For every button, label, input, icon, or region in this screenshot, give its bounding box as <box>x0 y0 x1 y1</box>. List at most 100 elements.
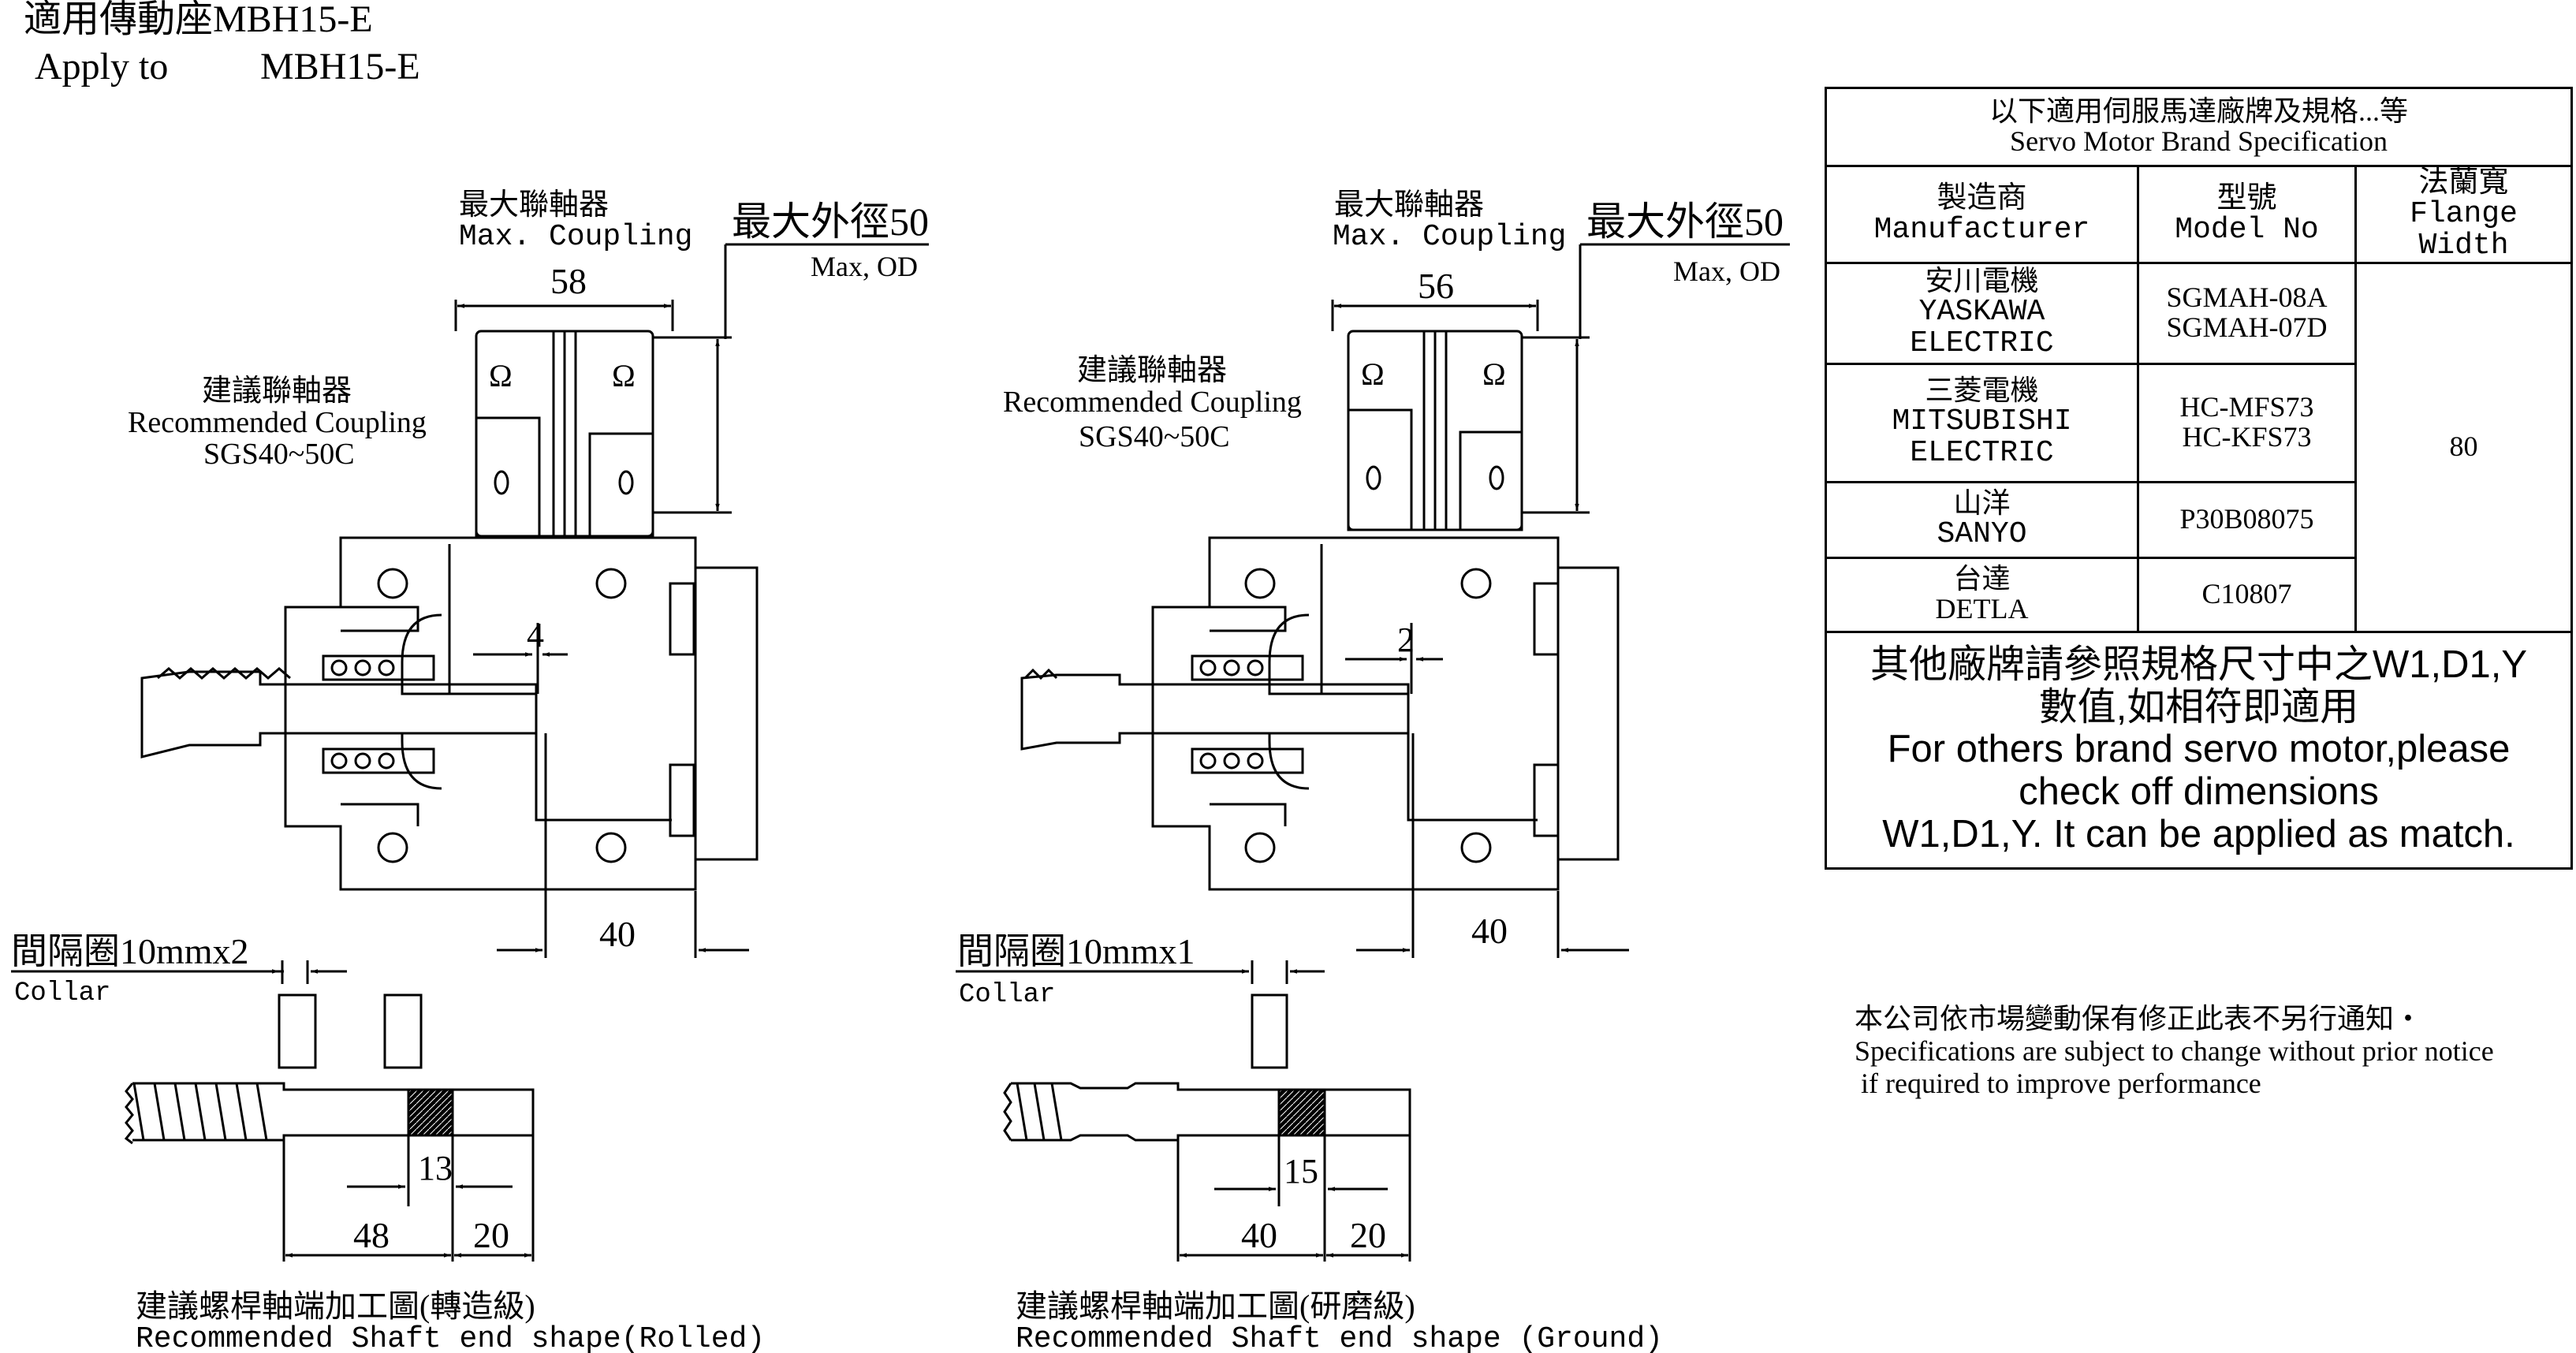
title-en-prefix: Apply to <box>35 46 168 88</box>
left-knurl-len: 13 <box>418 1149 453 1187</box>
spec-header-zh: 以下適用伺服馬達廠牌及規格...等 <box>1989 95 2409 128</box>
left-coupling-zh: 最大聯軸器 <box>459 188 609 222</box>
right-view: 最大聯軸器 Max. Coupling 最大外徑50 Max, OD 56 Ω … <box>956 188 1790 1353</box>
left-recommended-model: SGS40~50C <box>203 438 355 471</box>
col-model-en: Model No <box>2175 212 2319 247</box>
note-zh-line: 數值,如相符即適用 <box>2038 685 2359 729</box>
left-shaft <box>140 670 538 758</box>
right-od-zh: 最大外徑50 <box>1586 199 1784 244</box>
maker-zh: 山洋 <box>1953 487 2011 520</box>
right-collar-zh: 間隔圈10mmx1 <box>957 931 1195 971</box>
maker-zh: 台達 <box>1953 563 2011 595</box>
left-recommended-en: Recommended Coupling <box>128 406 427 439</box>
table-row-model: P30B08075 <box>2137 480 2357 559</box>
title-en-model: MBH15-E <box>260 46 420 88</box>
note-en-line: W1,D1,Y. It can be applied as match. <box>1882 813 2515 856</box>
note-en-line: check off dimensions <box>2019 770 2379 814</box>
svg-text:Ω: Ω <box>612 358 636 393</box>
maker-en: YASKAWA <box>1918 295 2045 330</box>
right-recommended-zh: 建議聯軸器 <box>1077 354 1227 387</box>
right-knurl <box>1277 1088 1326 1137</box>
left-dim-a: 48 <box>353 1215 390 1255</box>
left-gap: 4 <box>527 616 544 654</box>
flange-width: 80 <box>2354 261 2574 633</box>
left-coupling-width: 58 <box>550 261 587 301</box>
right-shaft <box>1020 673 1410 751</box>
right-dim-a: 40 <box>1241 1215 1277 1255</box>
svg-text:Ω: Ω <box>1361 356 1385 392</box>
col-flange: 法蘭寬 Flange Width <box>2354 165 2574 264</box>
left-shape-en: Recommended Shaft end shape(Rolled) <box>136 1322 765 1353</box>
right-collar-1 <box>1251 993 1288 1069</box>
left-housing <box>284 536 697 891</box>
table-row-model: SGMAH-08A SGMAH-07D <box>2137 261 2357 365</box>
right-coupling-zh: 最大聯軸器 <box>1334 188 1484 222</box>
left-shape-zh: 建議螺桿軸端加工圖(轉造級) <box>136 1288 535 1324</box>
note-zh-line: 其他廠牌請參照規格尺寸中之W1,D1,Y <box>1870 643 2528 686</box>
maker-en: SANYO <box>1937 517 2027 552</box>
right-knurl-len: 15 <box>1284 1152 1318 1191</box>
disclaimer-en: Specifications are subject to change wit… <box>1855 1035 2494 1068</box>
maker-en: ELECTRIC <box>1910 436 2054 471</box>
model-no: HC-KFS73 <box>2182 421 2312 453</box>
right-dim-b: 20 <box>1350 1215 1386 1255</box>
note-en-line: For others brand servo motor,please <box>1887 728 2511 771</box>
left-dim-b: 20 <box>473 1215 509 1255</box>
spec-note: 其他廠牌請參照規格尺寸中之W1,D1,Y 數值,如相符即適用 For other… <box>1824 630 2574 870</box>
right-recommended-en: Recommended Coupling <box>1003 386 1302 419</box>
left-collar-2 <box>383 993 423 1069</box>
title-zh: 適用傳動座MBH15-E <box>24 0 373 40</box>
right-collar-en: Collar <box>959 980 1055 1010</box>
disclaimer: 本公司依市場變動保有修正此表不另行通知・ Specifications are … <box>1855 1003 2494 1100</box>
model-no: P30B08075 <box>2179 503 2314 535</box>
col-flange-en: Flange Width <box>2410 196 2518 263</box>
spec-table: 以下適用伺服馬達廠牌及規格...等 Servo Motor Brand Spec… <box>1824 87 2574 870</box>
maker-en: ELECTRIC <box>1910 326 2054 361</box>
left-depth: 40 <box>599 914 636 954</box>
table-row-maker: 山洋 SANYO <box>1825 480 2139 559</box>
left-knurl <box>407 1088 454 1137</box>
left-od-zh: 最大外徑50 <box>732 199 929 244</box>
right-od-en: Max, OD <box>1673 255 1780 287</box>
table-row-model: C10807 <box>2137 556 2357 633</box>
model-no: HC-MFS73 <box>2179 391 2314 423</box>
right-coupling-width: 56 <box>1418 266 1454 306</box>
col-manufacturer-en: Manufacturer <box>1873 212 2090 247</box>
left-coupling-en: Max. Coupling <box>459 220 692 254</box>
right-gap: 2 <box>1397 621 1415 659</box>
table-row-maker: 三菱電機 MITSUBISHI ELECTRIC <box>1825 362 2139 483</box>
right-coupling-en: Max. Coupling <box>1333 220 1566 254</box>
col-manufacturer: 製造商 Manufacturer <box>1825 165 2139 264</box>
left-recommended-zh: 建議聯軸器 <box>202 375 352 408</box>
left-collar-zh: 間隔圈10mmx2 <box>11 931 249 971</box>
left-collar-1 <box>278 993 317 1069</box>
table-row-maker: 台達 DETLA <box>1825 556 2139 633</box>
model-no: SGMAH-07D <box>2166 311 2328 344</box>
table-row-model: HC-MFS73 HC-KFS73 <box>2137 362 2357 483</box>
disclaimer-zh: 本公司依市場變動保有修正此表不另行通知・ <box>1855 1003 2423 1034</box>
spec-header: 以下適用伺服馬達廠牌及規格...等 Servo Motor Brand Spec… <box>1824 87 2574 167</box>
right-shape-en: Recommended Shaft end shape (Ground) <box>1016 1322 1663 1353</box>
model-no: SGMAH-08A <box>2166 281 2328 314</box>
right-recommended-model: SGS40~50C <box>1079 420 1230 453</box>
col-model-zh: 型號 <box>2216 181 2277 214</box>
maker-zh: 安川電機 <box>1925 265 2039 297</box>
model-no: C10807 <box>2201 578 2292 610</box>
left-view: 最大聯軸器 Max. Coupling 最大外徑50 Max, OD 58 Ω … <box>11 188 929 1353</box>
right-shape-zh: 建議螺桿軸端加工圖(研磨級) <box>1016 1288 1415 1324</box>
right-depth: 40 <box>1471 911 1508 951</box>
left-collar-en: Collar <box>14 978 110 1008</box>
maker-en: DETLA <box>1935 593 2029 625</box>
spec-header-en: Servo Motor Brand Specification <box>2010 125 2388 157</box>
svg-text:Ω: Ω <box>489 358 513 393</box>
table-row-maker: 安川電機 YASKAWA ELECTRIC <box>1825 261 2139 365</box>
maker-zh: 三菱電機 <box>1925 375 2039 407</box>
disclaimer-en: if required to improve performance <box>1861 1068 2261 1100</box>
right-housing <box>1151 536 1560 891</box>
col-manufacturer-zh: 製造商 <box>1937 181 2027 214</box>
col-flange-zh: 法蘭寬 <box>2418 166 2509 199</box>
col-model: 型號 Model No <box>2137 165 2357 264</box>
maker-en: MITSUBISHI <box>1892 404 2072 439</box>
left-od-en: Max, OD <box>811 251 918 282</box>
